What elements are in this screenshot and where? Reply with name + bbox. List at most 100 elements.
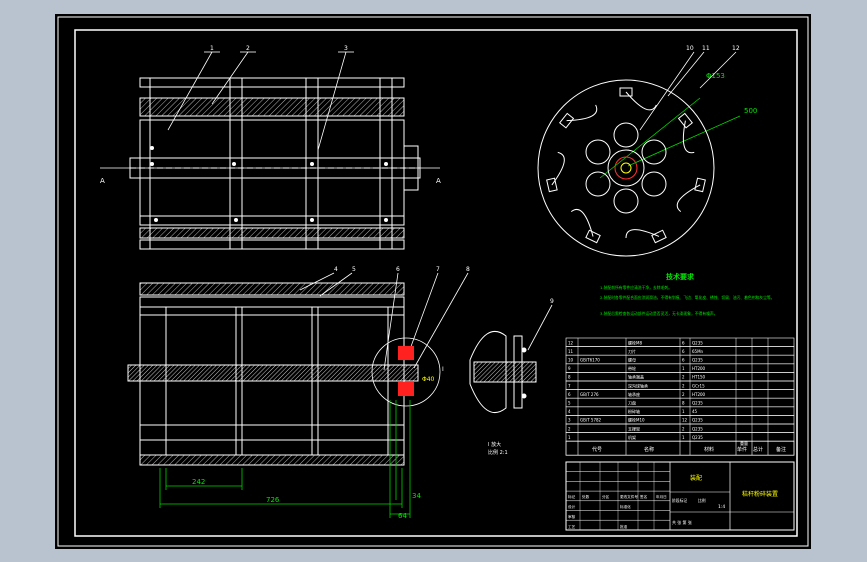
- section-label-I: I: [442, 366, 444, 373]
- bom-cell: 6: [682, 358, 685, 363]
- bom-cell: 12: [682, 418, 688, 423]
- bom-cell: 深沟球轴承: [628, 382, 648, 388]
- disc-leaders: [639, 51, 737, 131]
- disc-blade: [559, 104, 598, 129]
- bom-cell: 2: [682, 383, 685, 388]
- disc-hub: [607, 149, 645, 187]
- front-leaders: [299, 272, 553, 371]
- section-A-right: A: [436, 177, 441, 185]
- dim-242: 242: [192, 478, 205, 486]
- part-7-label: 7: [436, 266, 440, 273]
- inner-frame: [74, 29, 798, 537]
- scale-label: 比例: [698, 498, 706, 503]
- tb-signature: 签名: [640, 494, 648, 499]
- disc-outer: [537, 79, 715, 257]
- disc-blade: [619, 87, 657, 111]
- bom-header-cell: 材料: [704, 446, 714, 453]
- part-2-label: 2: [246, 45, 250, 52]
- bom-cell: GB/T 276: [580, 392, 599, 397]
- tech-req-3: 3.装配后需检查各运动部件运动是否灵活，无卡滞现象，不得有噪声。: [600, 311, 718, 316]
- tech-req-title: 技术要求: [666, 272, 695, 281]
- bom-cell: 支撑架: [628, 425, 640, 431]
- bom-cell: 6: [682, 340, 685, 345]
- part-9-label: 9: [550, 298, 554, 305]
- top-rail-3: [139, 227, 405, 239]
- detail-scale: 比例 2:1: [488, 449, 508, 456]
- disc-blade: [570, 208, 601, 244]
- bom-cell: 螺栓M8: [628, 339, 642, 345]
- tb-standard: 标准化: [620, 504, 631, 509]
- tech-req-1: 1.装配前所有零件应清洗干净，去除毛刺。: [600, 285, 672, 290]
- tb-date: 年月日: [656, 494, 667, 499]
- assembly-name: 装配: [690, 474, 702, 482]
- sheet-count: 共 张 第 张: [672, 519, 692, 525]
- bom-header-cell: 代号: [592, 446, 602, 453]
- detail-circle-I: [371, 337, 441, 407]
- bom-cell: 10: [568, 358, 574, 363]
- front-bottom-rail: [139, 454, 405, 466]
- dim-500: 500: [744, 107, 757, 115]
- bom-cell: 1: [682, 409, 685, 414]
- bom-cell: 11: [568, 349, 574, 354]
- outer-border: [57, 16, 809, 547]
- disc-blade: [546, 151, 565, 193]
- part-10-label: 10: [686, 45, 694, 52]
- section-A-left: A: [100, 177, 105, 185]
- bom-header: 代号名称材料单件总计备注重量: [565, 440, 795, 456]
- front-shaft: [127, 364, 419, 382]
- tb-process: 工艺: [568, 524, 576, 529]
- front-top-rail: [139, 282, 405, 296]
- bom-cell: 6: [682, 349, 685, 354]
- title-block: 装配秸秆粉碎装置阶段标记比例1:4共 张 第 张标记处数分区更改文件号签名年月日…: [565, 461, 795, 531]
- bom-header-cell: 名称: [644, 446, 654, 453]
- disc-blade: [625, 229, 667, 244]
- bom-cell: 7: [568, 383, 571, 388]
- bom-cell: HT150: [692, 375, 706, 380]
- bom-cell: 刀片: [628, 348, 636, 354]
- drawing-sheet: [55, 14, 811, 549]
- tb-checker: 审核: [568, 514, 576, 519]
- bom-cell: GB/T6170: [580, 358, 600, 363]
- bom-cell: 粉碎轴: [628, 408, 640, 414]
- part-6-label: 6: [396, 266, 400, 273]
- dim-phi153: Φ153: [706, 72, 725, 80]
- part-12-label: 12: [732, 45, 740, 52]
- tb-count: 处数: [582, 494, 590, 499]
- bom-cell: 螺栓M10: [628, 417, 645, 423]
- bom-cell: Q235: [692, 426, 703, 431]
- bom-cell: 螺母: [628, 357, 636, 363]
- bom-cell: Q235: [692, 418, 703, 423]
- bom-header-cell: 备注: [776, 446, 786, 453]
- dim-726: 726: [266, 496, 280, 504]
- disc-blade: [676, 177, 706, 213]
- disc-bore: [614, 156, 638, 180]
- part-5-label: 5: [352, 266, 356, 273]
- bom-cell: Q235: [692, 358, 703, 363]
- bom-cell: Q235: [692, 340, 703, 345]
- tb-zone: 分区: [602, 494, 610, 499]
- bom-cell: 机架: [628, 434, 636, 440]
- bom-cell: 1: [568, 435, 571, 440]
- bom-cell: Q235: [692, 401, 703, 406]
- part-1-label: 1: [210, 45, 214, 52]
- drawing-title: 秸秆粉碎装置: [742, 490, 778, 498]
- top-leaders: [167, 51, 354, 151]
- bom-cell: 2: [682, 426, 685, 431]
- detail-label: I 放大: [488, 441, 501, 448]
- top-bolts: [150, 146, 388, 222]
- bom-header-cell: 总计: [753, 446, 763, 453]
- bom-cell: 8: [682, 401, 685, 406]
- part-8-label: 8: [466, 266, 470, 273]
- dim-phi40: Φ40: [422, 376, 435, 383]
- bom-cell: Q235: [692, 435, 703, 440]
- disc-blades: [546, 87, 706, 244]
- bom-cell: 2: [568, 426, 571, 431]
- tb-marks: 标记: [568, 494, 576, 499]
- top-auger: [139, 97, 405, 117]
- bearing-detail: [398, 346, 414, 396]
- bom-cell: 5: [568, 401, 571, 406]
- bom-cell: 4: [568, 409, 571, 414]
